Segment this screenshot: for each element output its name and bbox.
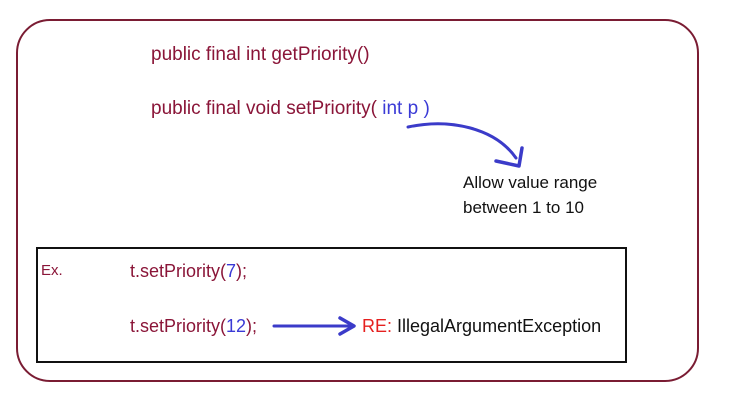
call1-arg: 7 [226, 261, 237, 281]
set-priority-prefix: public final void setPriority( [151, 98, 377, 119]
example-box [36, 247, 627, 363]
runtime-exception-result: RE: IllegalArgumentException [362, 316, 601, 337]
value-range-note: Allow value range between 1 to 10 [463, 170, 597, 220]
re-label: RE: [362, 316, 393, 336]
set-priority-suffix: ) [423, 98, 430, 119]
set-priority-signature: public final void setPriority( int p ) [151, 98, 430, 120]
call2-arg: 12 [226, 316, 247, 336]
call1-prefix: t.setPriority( [130, 261, 227, 281]
set-priority-param: int p [376, 98, 424, 119]
example-call-2: t.setPriority(12); [130, 316, 257, 337]
call1-suffix: ); [236, 261, 248, 281]
right-arrow-icon [272, 316, 356, 336]
outer-frame [16, 19, 699, 382]
get-priority-text: public final int getPriority() [151, 44, 370, 65]
note-line-2: between 1 to 10 [463, 198, 584, 217]
example-label: Ex. [41, 262, 63, 279]
example-call-1: t.setPriority(7); [130, 261, 247, 282]
call2-prefix: t.setPriority( [130, 316, 227, 336]
curved-arrow-icon [406, 122, 524, 168]
note-line-1: Allow value range [463, 173, 598, 192]
call2-suffix: ); [246, 316, 258, 336]
get-priority-signature: public final int getPriority() [151, 44, 370, 66]
exception-name: IllegalArgumentException [392, 316, 602, 336]
